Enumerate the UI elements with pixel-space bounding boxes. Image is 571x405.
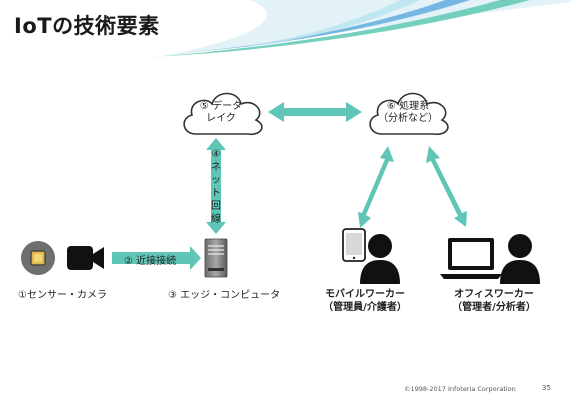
- data-lake-label-line2: レイク: [206, 113, 236, 124]
- network-line-label: ④ ネ ッ ト 回 線: [210, 148, 222, 226]
- video-camera-icon: [67, 246, 104, 270]
- arrow-processing-mobile: [358, 146, 394, 228]
- processing-label-line2: （分析など）: [378, 113, 438, 124]
- office-worker-label: オフィスワーカー （管理者/分析者）: [448, 288, 540, 314]
- arrow-network-line: [206, 138, 226, 234]
- copyright-text: ©1998-2017 Infoteria Corporation: [404, 385, 516, 393]
- cloud-icon: [369, 92, 449, 136]
- person-icon: [500, 234, 540, 284]
- page-number: 35: [542, 384, 551, 392]
- mobile-worker-label-line2: （管理員/介護者）: [323, 302, 407, 313]
- tablet-icon: [342, 228, 366, 262]
- processing-label-line1: ⑥ 処理系: [386, 101, 430, 112]
- cloud-icon: [183, 92, 263, 136]
- near-connection-label: ② 近接接続: [124, 256, 177, 267]
- network-line-char: ッ: [211, 175, 221, 186]
- network-line-char: ④: [211, 149, 221, 160]
- arrow-datalake-processing: [268, 102, 362, 122]
- mobile-worker-label: モバイルワーカー （管理員/介護者）: [320, 288, 410, 314]
- sensor-icon: [21, 241, 55, 275]
- office-worker-label-line1: オフィスワーカー: [454, 289, 534, 300]
- data-lake-label-line1: ⑤ データ: [199, 101, 243, 112]
- network-line-char: 線: [211, 214, 221, 225]
- server-icon: [204, 238, 228, 278]
- header-swoosh: [150, 0, 571, 58]
- arrow-near-connection: [112, 246, 201, 270]
- network-line-char: ト: [211, 188, 221, 199]
- laptop-icon: [440, 238, 502, 279]
- edge-computer-label: ③ エッジ・コンピュータ: [168, 290, 281, 301]
- data-lake-label: ⑤ データ レイク: [186, 101, 256, 125]
- mobile-worker-label-line1: モバイルワーカー: [325, 289, 405, 300]
- arrow-processing-office: [426, 146, 467, 227]
- network-line-char: 回: [211, 201, 221, 212]
- office-worker-label-line2: （管理者/分析者）: [452, 302, 536, 313]
- processing-label: ⑥ 処理系 （分析など）: [372, 101, 444, 125]
- network-line-char: ネ: [211, 162, 221, 173]
- sensor-camera-label: ①センサー・カメラ: [18, 290, 107, 301]
- person-icon: [360, 234, 400, 284]
- page-title: IoTの技術要素: [14, 14, 160, 38]
